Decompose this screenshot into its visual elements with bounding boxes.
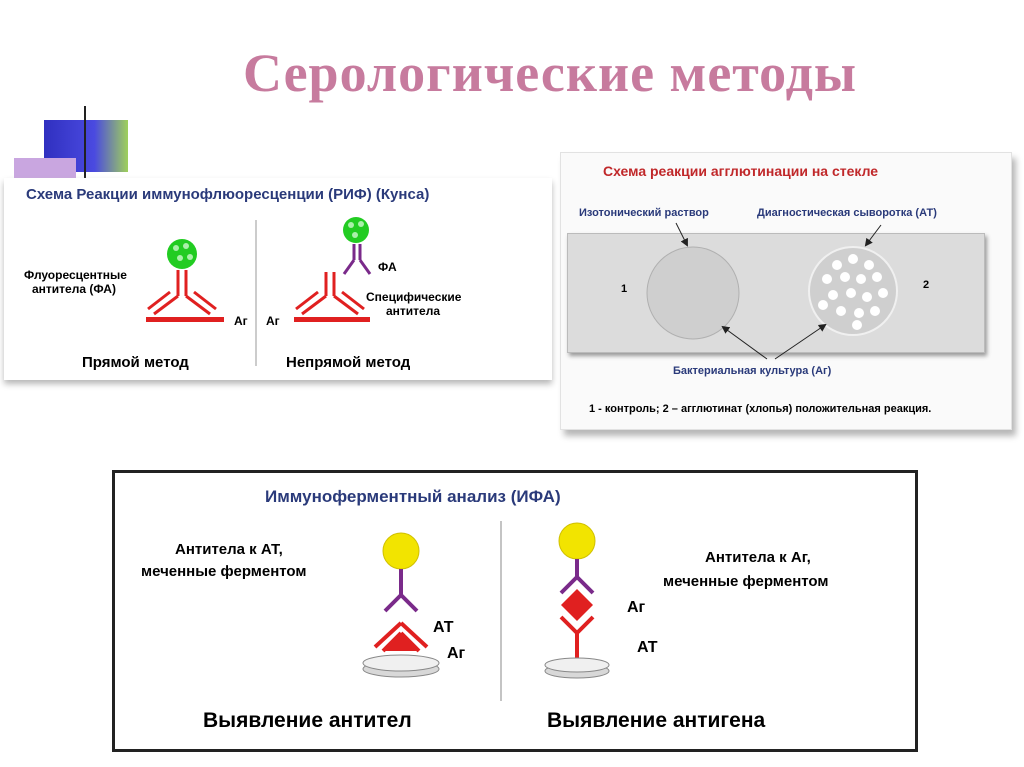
aggl-iso-label: Изотонический раствор	[579, 207, 709, 219]
aggl-culture-label: Бактериальная культура (Аг)	[673, 365, 832, 377]
elisa-detect-antigen: Выявление антигена	[547, 709, 766, 732]
aggl-drawing	[646, 222, 898, 360]
elisa-left-labeled-antibody	[383, 569, 419, 613]
rif-fa-label: ФА	[378, 260, 397, 274]
elisa-at-right: АТ	[637, 639, 658, 656]
elisa-right-enzyme	[558, 522, 596, 560]
rif-heading: Схема Реакции иммунофлюоресценции (РИФ) …	[26, 186, 430, 203]
aggl-num-2: 2	[923, 279, 930, 291]
agglutination-panel: Схема реакции агглютинации на стекле Изо…	[560, 152, 1012, 430]
rif-indirect-fa-antibody	[342, 244, 372, 275]
rif-fluor-label-2: антитела (ФА)	[32, 282, 116, 296]
aggl-footnote: 1 - контроль; 2 – агглютинат (хлопья) по…	[589, 403, 932, 415]
aggl-flakes	[818, 254, 888, 330]
aggl-num-1: 1	[621, 283, 628, 295]
elisa-right-label-1: Антитела к Аг,	[705, 549, 811, 566]
rif-direct-label: Прямой метод	[82, 354, 189, 371]
rif-indirect-label: Непрямой метод	[286, 354, 411, 371]
elisa-right-antigen	[561, 589, 593, 621]
aggl-arrow-iso	[675, 222, 688, 247]
elisa-left-antibody	[373, 621, 429, 653]
aggl-arrow-culture-2	[774, 323, 827, 360]
aggl-heading: Схема реакции агглютинации на стекле	[603, 163, 879, 179]
elisa-right-labeled-antibody	[559, 559, 595, 595]
elisa-ag-left: Аг	[447, 645, 466, 662]
elisa-left-well	[362, 654, 440, 678]
slide-title: Серологические методы	[242, 43, 858, 103]
elisa-left-label-2: меченные ферментом	[141, 563, 307, 580]
rif-specific-2: антитела	[386, 304, 441, 318]
elisa-heading: Иммуноферментный анализ (ИФА)	[265, 487, 561, 506]
rif-specific-1: Специфические	[366, 290, 462, 304]
elisa-detect-antibodies: Выявление антител	[203, 709, 412, 732]
aggl-glass-slide	[567, 233, 985, 353]
rif-indirect-specific-antibody	[295, 272, 365, 316]
rif-direct-antigen	[146, 317, 224, 322]
rif-direct-antibody	[147, 270, 217, 316]
elisa-left-enzyme	[382, 532, 420, 570]
rif-ag-right: Аг	[266, 314, 280, 328]
elisa-left-label-1: Антитела к АТ,	[175, 541, 283, 558]
elisa-right-well	[544, 657, 610, 679]
elisa-panel: Иммуноферментный анализ (ИФА) Антитела к…	[112, 470, 918, 752]
elisa-right-label-2: меченные ферментом	[663, 573, 829, 590]
rif-indirect-antigen	[294, 317, 370, 322]
rif-direct-fluor-sphere	[167, 239, 197, 269]
elisa-left-antigen	[385, 633, 417, 651]
aggl-arrow-culture-1	[721, 325, 768, 360]
aggl-diag-label: Диагностическая сыворотка (АТ)	[757, 207, 937, 219]
decor-line-vertical	[84, 106, 86, 180]
rif-ag-left: Аг	[234, 314, 248, 328]
rif-fluor-label-1: Флуоресцентные	[24, 268, 127, 282]
elisa-at-left: АТ	[433, 619, 454, 636]
elisa-right-capture-antibody	[559, 615, 595, 661]
elisa-ag-right: Аг	[627, 599, 646, 616]
rif-drawing	[146, 217, 372, 366]
elisa-drawing	[362, 521, 610, 701]
rif-indirect-fluor-sphere	[343, 217, 369, 243]
aggl-arrow-diag	[864, 224, 882, 247]
rif-panel: Схема Реакции иммунофлюоресценции (РИФ) …	[4, 178, 552, 380]
aggl-control-drop	[646, 246, 740, 340]
